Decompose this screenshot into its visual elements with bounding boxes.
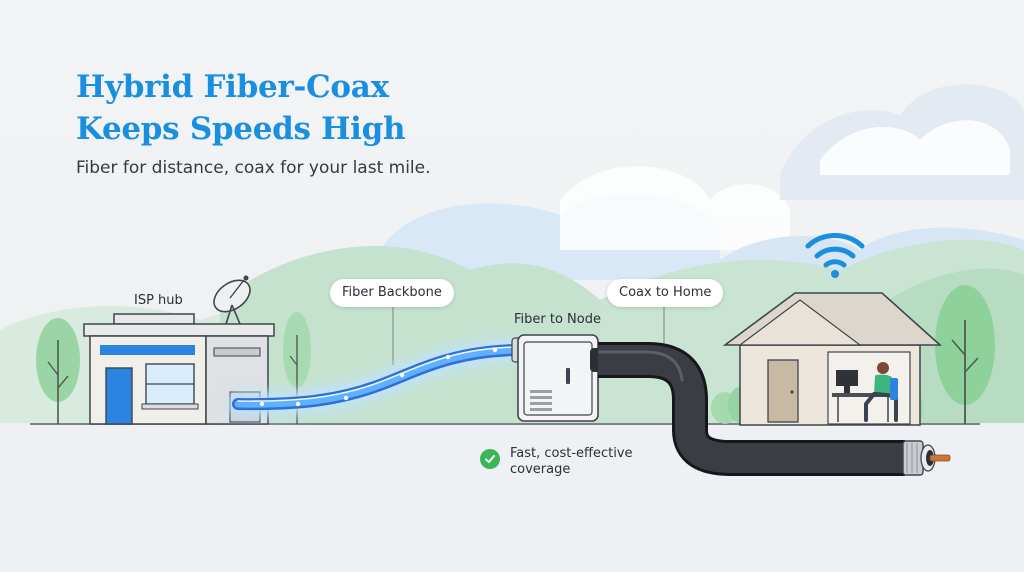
fiber-backbone-label: Fiber Backbone <box>330 279 454 307</box>
benefit-text: Fast, cost-effective coverage <box>510 446 633 477</box>
fiber-backbone-cable <box>227 339 526 416</box>
page-subtitle: Fiber for distance, coax for your last m… <box>76 158 431 178</box>
house <box>722 292 943 426</box>
coax-cable-end <box>902 440 951 476</box>
fiber-node-cabinet <box>511 334 604 422</box>
check-icon <box>480 449 500 469</box>
isp-hub-label: ISP hub <box>134 293 183 308</box>
fiber-to-node-label: Fiber to Node <box>514 312 601 327</box>
benefit-callout: Fast, cost-effective coverage <box>480 446 650 478</box>
page-title: Hybrid Fiber-Coax Keeps Speeds High <box>76 66 406 150</box>
coax-to-home-cable <box>598 342 905 476</box>
satellite-dish-icon <box>213 275 251 325</box>
coax-to-home-label: Coax to Home <box>607 279 724 307</box>
wifi-icon <box>805 233 865 278</box>
title-line-1: Hybrid Fiber-Coax <box>76 69 389 105</box>
title-line-2: Keeps Speeds High <box>76 111 406 147</box>
